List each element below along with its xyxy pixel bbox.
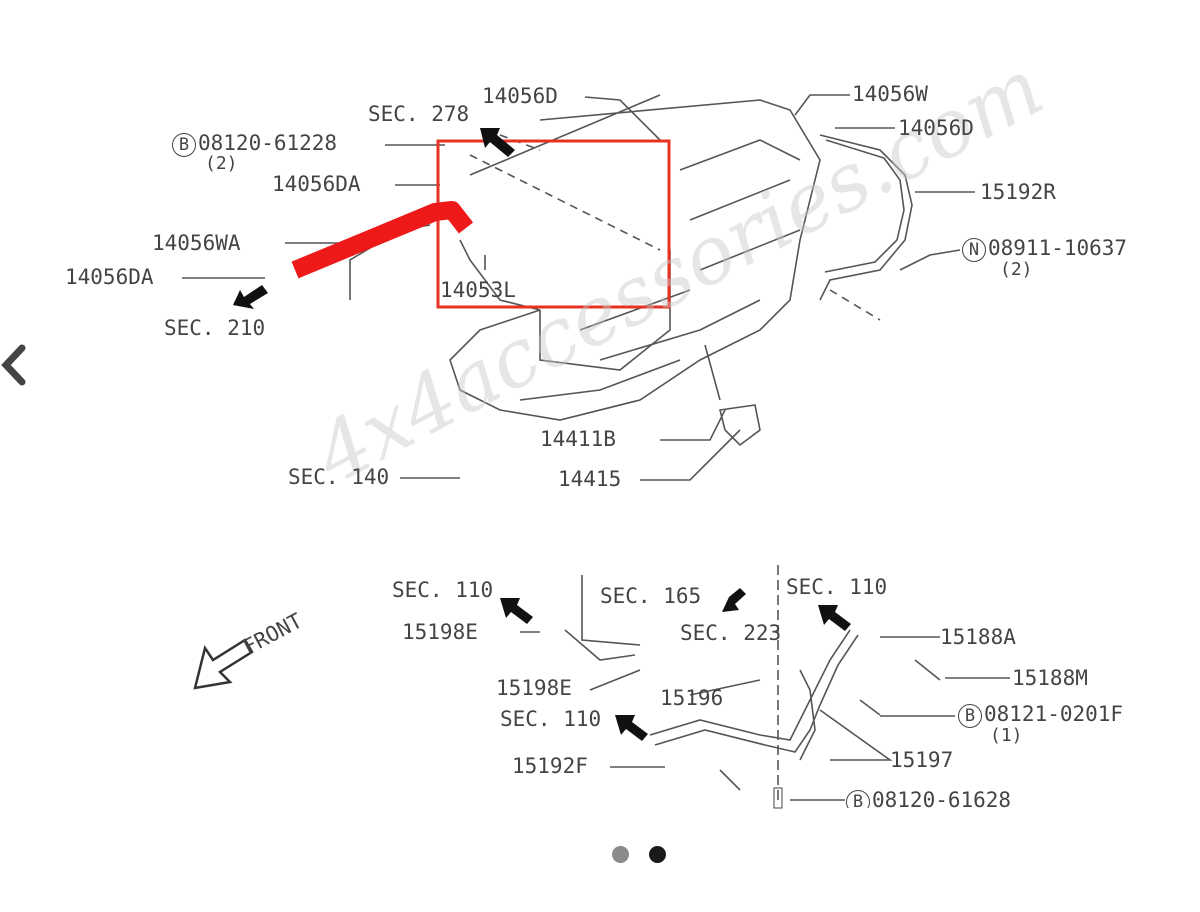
part-number: 08120-61228	[198, 131, 338, 155]
label-sec-165: SEC. 165	[600, 584, 702, 608]
label-14056da-upper: 14056DA	[272, 172, 361, 196]
label-15192r: 15192R	[980, 180, 1056, 204]
label-qty: (2)	[205, 153, 238, 174]
part-number: 08120-61628	[872, 790, 1012, 808]
label-14056w: 14056W	[852, 82, 928, 106]
label-qty: (2)	[1000, 259, 1033, 280]
bolt-marker-icon: B	[846, 790, 870, 808]
label-sec-110-a: SEC. 110	[392, 578, 494, 602]
highlight-box	[436, 139, 671, 309]
label-sec-140: SEC. 140	[288, 465, 390, 489]
label-14056d-top: 14056D	[482, 84, 558, 108]
bolt-marker-icon: B	[172, 133, 196, 157]
carousel-dot-2-active[interactable]	[649, 846, 666, 863]
label-14411b: 14411B	[540, 427, 616, 451]
label-qty: (1)	[990, 725, 1023, 746]
label-sec-223: SEC. 223	[680, 621, 782, 645]
label-sec-110-c: SEC. 110	[500, 707, 602, 731]
nut-marker-icon: N	[962, 238, 986, 262]
chevron-left-icon	[1, 344, 26, 386]
previous-image-button[interactable]	[0, 340, 30, 390]
carousel-pagination	[612, 846, 666, 863]
label-sec-110-b: SEC. 110	[786, 575, 888, 599]
label-15196: 15196	[660, 686, 724, 710]
carousel-dot-1[interactable]	[612, 846, 629, 863]
label-sec-278: SEC. 278	[368, 102, 470, 126]
label-14056d-right: 14056D	[898, 116, 974, 140]
part-number: 08121-0201F	[984, 702, 1124, 726]
label-15192f: 15192F	[512, 754, 588, 778]
label-14056da-lower: 14056DA	[65, 265, 154, 289]
label-15188a: 15188A	[940, 625, 1016, 649]
label-sec-210: SEC. 210	[164, 316, 266, 340]
bolt-marker-icon: B	[958, 704, 982, 728]
label-15198e-a: 15198E	[402, 620, 478, 644]
highlighted-hose	[291, 201, 474, 279]
label-15198e-b: 15198E	[496, 676, 572, 700]
label-14056wa: 14056WA	[152, 231, 241, 255]
label-14415: 14415	[558, 467, 622, 491]
label-14053l: 14053L	[440, 278, 516, 302]
part-number: 08911-10637	[988, 236, 1128, 260]
label-15188m: 15188M	[1012, 666, 1088, 690]
label-15197: 15197	[890, 748, 954, 772]
